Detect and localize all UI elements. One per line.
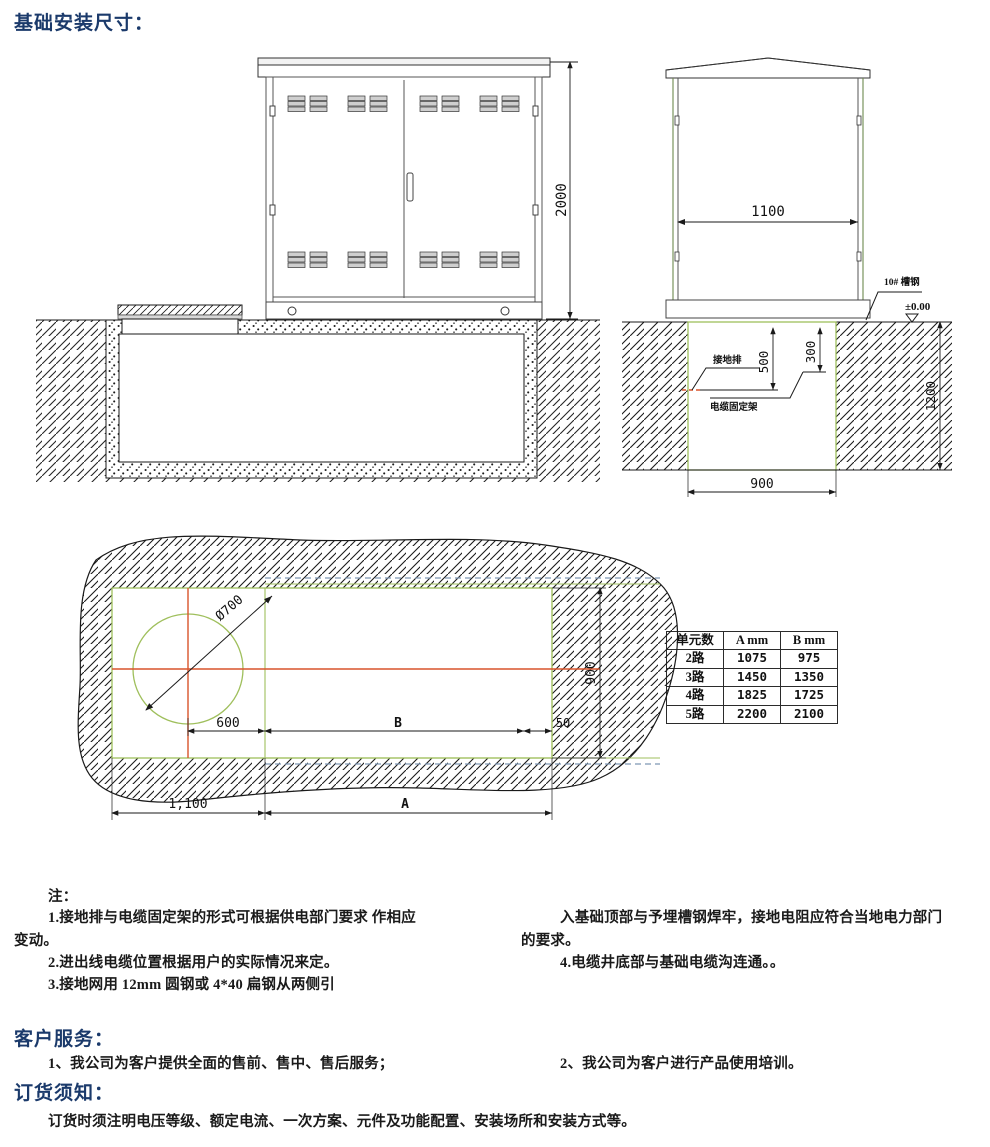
dim-label-1100-plan: 1,100 bbox=[168, 797, 207, 812]
label-ground-level: ±0.00 bbox=[905, 301, 931, 313]
dimension-50: 50 bbox=[523, 716, 570, 734]
dim-label-600: 600 bbox=[216, 716, 239, 731]
anchor-bolt-icon bbox=[287, 306, 297, 316]
trench-cover-plate bbox=[117, 304, 243, 335]
foundation-section-view bbox=[36, 304, 600, 482]
cabinet-body bbox=[265, 76, 543, 303]
notes-label: 注： bbox=[48, 889, 78, 905]
dim-label-2000: 2000 bbox=[554, 183, 570, 217]
front-elevation-view: 2000 bbox=[257, 57, 578, 320]
table-header-units: 单元数 bbox=[666, 630, 724, 651]
dim-label-300: 300 bbox=[803, 341, 818, 364]
plan-view: Ø700 600 B 50 900 bbox=[77, 535, 679, 820]
hinge-icon bbox=[856, 251, 862, 262]
cell-units: 3路 bbox=[666, 667, 724, 688]
hinge-icon bbox=[856, 115, 862, 126]
side-elevation-view: 1100 10# 槽钢 ±0.00 bbox=[622, 57, 952, 497]
cell-units: 5路 bbox=[666, 704, 724, 724]
dimension-600: 600 bbox=[187, 716, 265, 736]
note-line-3-cont: 入基础顶部与予埋槽钢焊牢，接地电阻应符合当地电力部门 bbox=[560, 910, 943, 926]
page-title: 基础安装尺寸： bbox=[14, 13, 155, 34]
dim-label-900-pit: 900 bbox=[750, 477, 773, 492]
cell-a: 1825 bbox=[723, 686, 781, 706]
table-header-a: A mm bbox=[723, 630, 781, 651]
note-line-1: 1.接地排与电缆固定架的形式可根据供电部门要求 作相应 bbox=[48, 910, 416, 926]
dimension-height-2000: 2000 bbox=[546, 61, 578, 320]
dimension-A: A bbox=[264, 758, 553, 820]
cabinet-roof bbox=[257, 57, 551, 78]
ground-bar-callout: 接地排 bbox=[691, 354, 760, 391]
table-header-b: B mm bbox=[780, 630, 838, 651]
side-roof bbox=[665, 57, 871, 79]
note-line-3-cont2: 的要求。 bbox=[521, 933, 580, 949]
dim-label-500: 500 bbox=[756, 351, 771, 374]
cell-b: 2100 bbox=[780, 704, 838, 724]
dim-label-50: 50 bbox=[556, 716, 570, 730]
dimension-B: B bbox=[264, 716, 524, 734]
dimension-500: 500 bbox=[700, 327, 778, 391]
note-line-2: 2.进出线电缆位置根据用户的实际情况来定。 bbox=[48, 955, 339, 971]
hinge-icon bbox=[269, 204, 276, 216]
door-handle-icon bbox=[406, 172, 414, 202]
table-row: 4路 1825 1725 bbox=[666, 686, 838, 706]
order-notice-heading: 订货须知： bbox=[14, 1083, 115, 1104]
dim-label-1100: 1100 bbox=[751, 204, 785, 220]
side-body bbox=[665, 78, 871, 319]
channel-steel-callout: 10# 槽钢 bbox=[865, 276, 922, 321]
cable-bracket-callout: 电缆固定架 bbox=[710, 371, 804, 413]
cell-b: 975 bbox=[780, 649, 838, 669]
service-item-2: 2、我公司为客户进行产品使用培训。 bbox=[560, 1056, 803, 1072]
dim-label-900-plan: 900 bbox=[584, 661, 599, 684]
cell-b: 1725 bbox=[780, 686, 838, 706]
table-row: 3路 1450 1350 bbox=[666, 667, 838, 688]
dim-label-B: B bbox=[394, 716, 402, 731]
anchor-bolt-icon bbox=[500, 306, 510, 316]
note-line-3: 3.接地网用 12mm 圆钢或 4*40 扁钢从两侧引 bbox=[48, 977, 335, 993]
note-line-1-cont: 变动。 bbox=[14, 933, 59, 949]
cabinet-plinth bbox=[265, 301, 543, 320]
dimension-1200: 1200 bbox=[923, 321, 943, 470]
label-ground-bar: 接地排 bbox=[713, 354, 742, 366]
table-row: 2路 1075 975 bbox=[666, 649, 838, 669]
dim-label-1200: 1200 bbox=[923, 381, 938, 411]
ground-level-marker: ±0.00 bbox=[898, 301, 952, 323]
spec-table: 单元数 A mm B mm 2路 1075 975 3路 1450 1350 4… bbox=[666, 630, 838, 724]
cell-units: 4路 bbox=[666, 686, 724, 706]
dimension-300: 300 bbox=[803, 327, 826, 373]
cell-a: 1450 bbox=[723, 667, 781, 688]
customer-service-heading: 客户服务： bbox=[14, 1029, 115, 1050]
dim-label-A: A bbox=[401, 797, 409, 812]
note-line-4: 4.电缆井底部与基础电缆沟连通。。 bbox=[560, 955, 785, 971]
dimension-width-1100: 1100 bbox=[677, 204, 858, 225]
table-row: 5路 2200 2100 bbox=[666, 704, 838, 724]
cell-b: 1350 bbox=[780, 667, 838, 688]
hinge-icon bbox=[532, 204, 539, 216]
dimension-900-plan: 900 bbox=[552, 587, 606, 759]
hinge-icon bbox=[674, 115, 680, 126]
hinge-icon bbox=[532, 105, 539, 117]
cell-a: 1075 bbox=[723, 649, 781, 669]
louver-vents bbox=[287, 95, 520, 268]
table-header-row: 单元数 A mm B mm bbox=[666, 630, 838, 651]
hinge-icon bbox=[674, 251, 680, 262]
dimension-1100-plan: 1,100 bbox=[111, 758, 266, 820]
dimension-900-pit: 900 bbox=[687, 470, 837, 497]
label-channel-steel: 10# 槽钢 bbox=[884, 276, 920, 288]
label-cable-bracket: 电缆固定架 bbox=[710, 401, 758, 413]
service-item-1: 1、我公司为客户提供全面的售前、售中、售后服务； bbox=[48, 1056, 394, 1072]
order-notice-text: 订货时须注明电压等级、额定电流、一次方案、元件及功能配置、安装场所和安装方式等。 bbox=[48, 1114, 636, 1130]
hinge-icon bbox=[269, 105, 276, 117]
